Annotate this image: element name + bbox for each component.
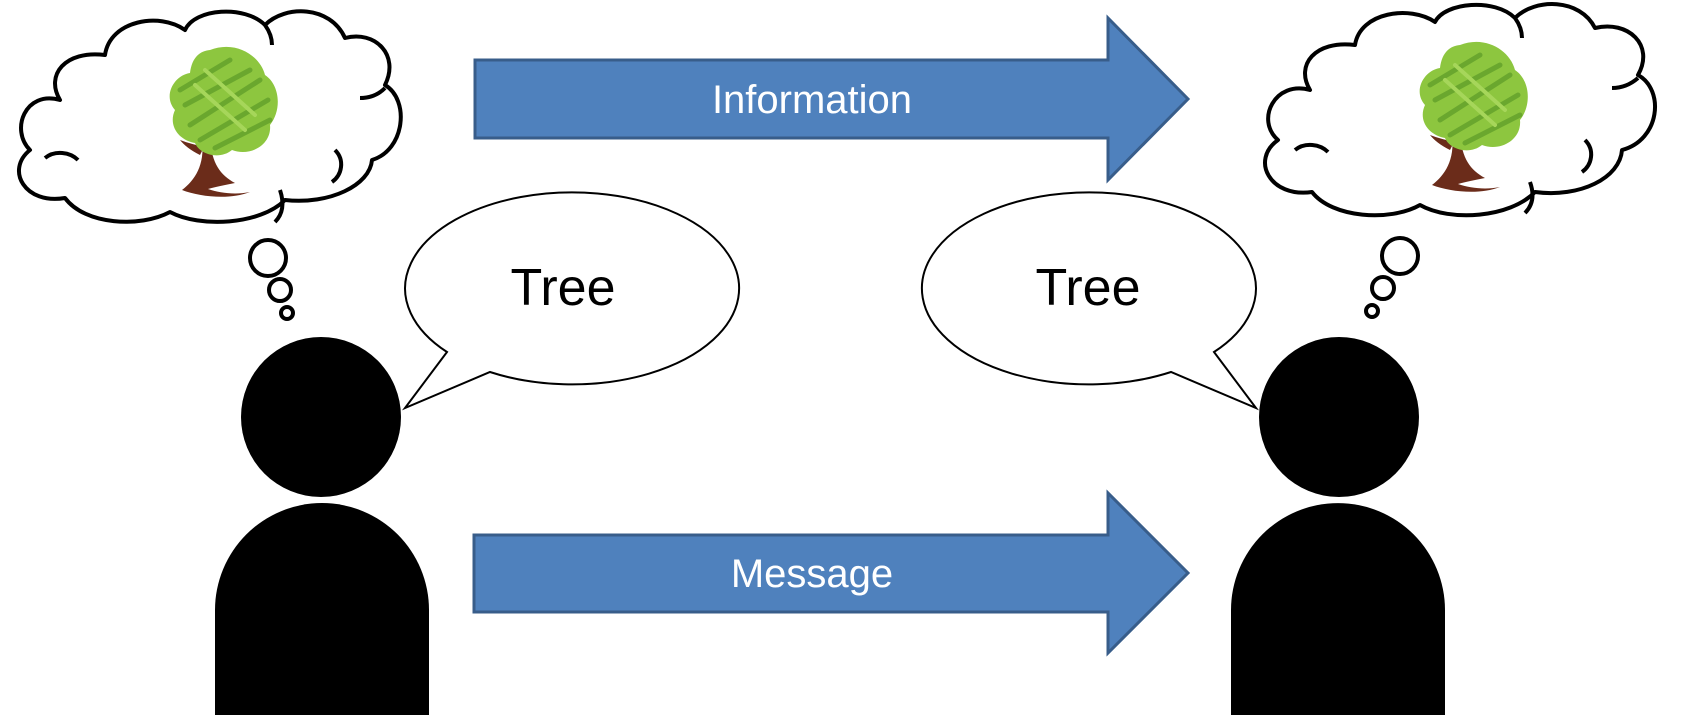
sender-head <box>241 337 401 497</box>
information-arrow-shape <box>473 14 1191 184</box>
person-icon <box>1231 337 1445 715</box>
left-thought-dot-large <box>248 238 288 278</box>
information-label: Information <box>712 78 912 122</box>
receiver-body <box>1231 503 1445 715</box>
message-label: Message <box>731 552 893 596</box>
right-speech-bubble-shape <box>920 191 1260 411</box>
left-speech-bubble: Tree <box>401 191 741 411</box>
information-arrow: Information <box>473 14 1191 184</box>
tree-icon <box>1419 41 1528 192</box>
message-arrow: Message <box>472 489 1191 657</box>
message-arrow-shape <box>472 489 1191 657</box>
right-thought-dot-large <box>1380 236 1420 276</box>
person-icon <box>215 337 429 715</box>
right-speech-text: Tree <box>1036 259 1141 317</box>
left-speech-bubble-shape <box>401 191 741 411</box>
right-thought-dot-small <box>1364 303 1380 319</box>
right-speech-bubble: Tree <box>920 191 1260 411</box>
left-thought-dot-small <box>279 305 295 321</box>
right-thought-dot-medium <box>1370 275 1396 301</box>
left-speech-text: Tree <box>511 259 616 317</box>
left-thought-cloud <box>17 9 403 321</box>
tree-icon <box>169 46 278 197</box>
right-thought-cloud <box>1263 2 1657 319</box>
sender-body <box>215 503 429 715</box>
receiver-head <box>1259 337 1419 497</box>
left-thought-dot-medium <box>267 277 293 303</box>
